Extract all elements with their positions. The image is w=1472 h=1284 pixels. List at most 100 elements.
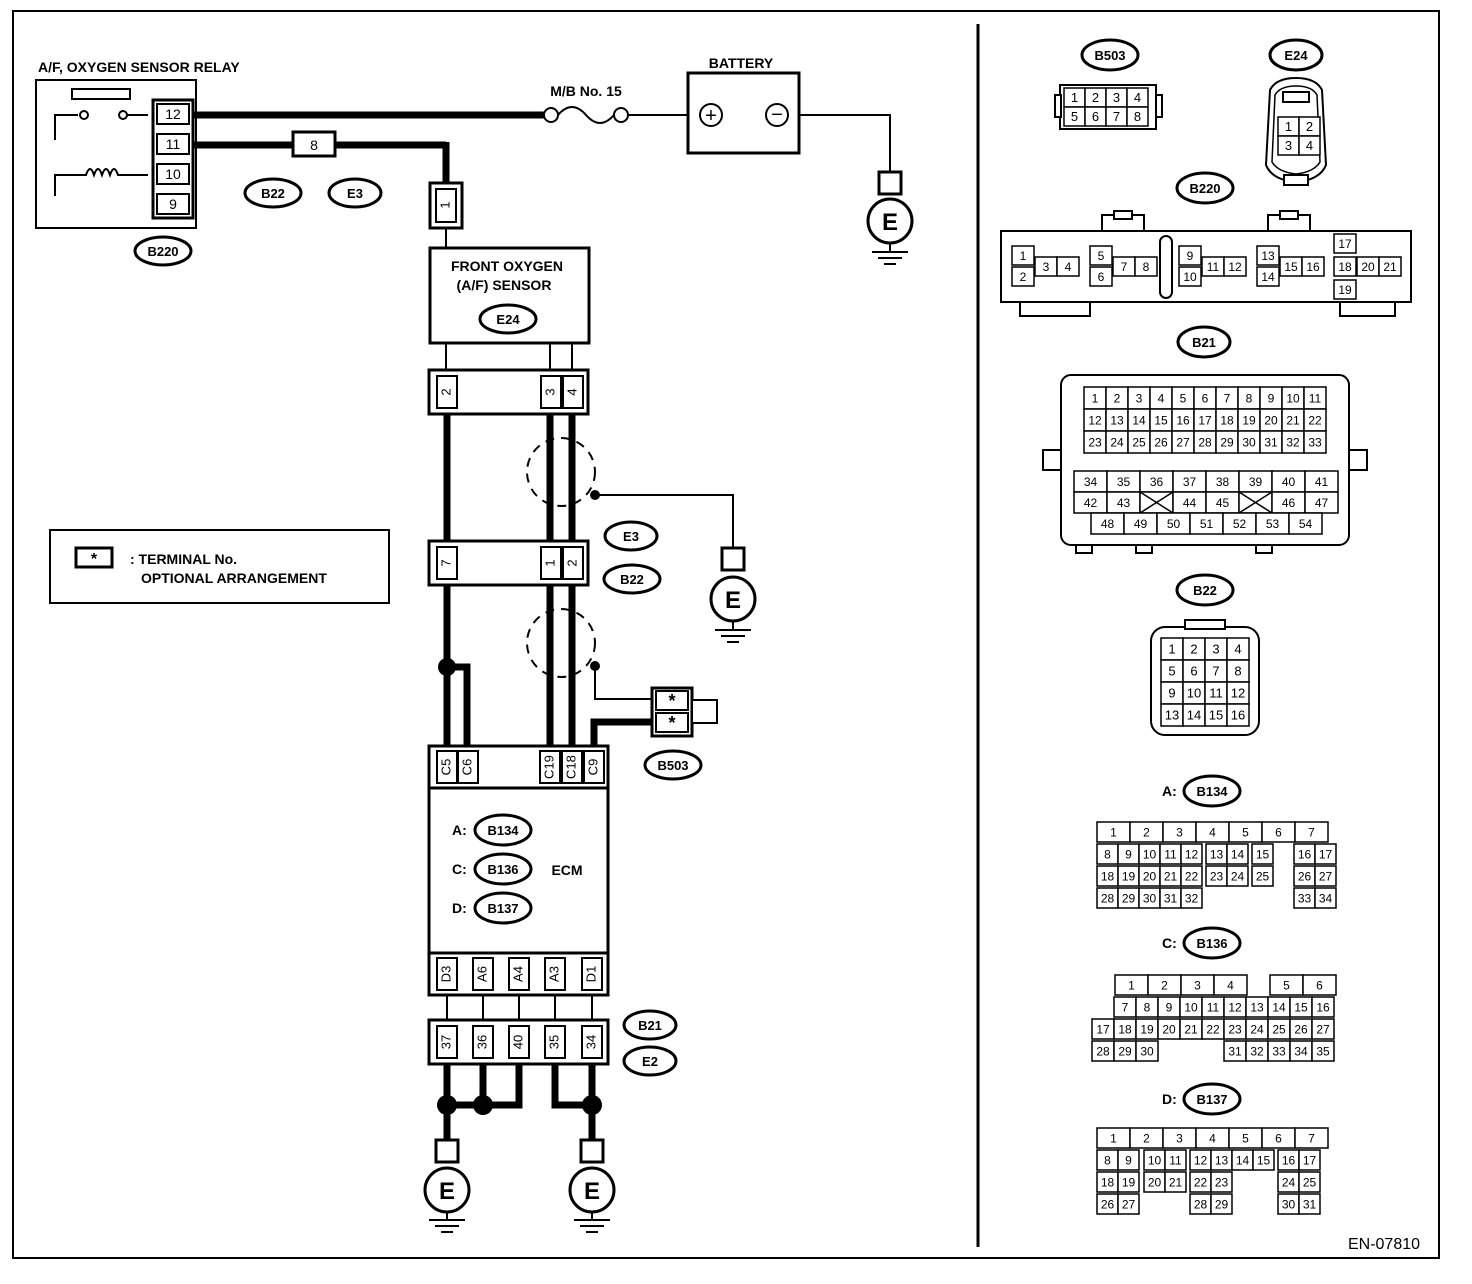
view-b22-pin-5: 5 — [1168, 664, 1175, 679]
view-b220-pin-2: 2 — [1020, 270, 1027, 284]
view-b136-pin-8: 8 — [1144, 1000, 1151, 1014]
view-b134-pin-14-box — [1226, 843, 1249, 865]
view-b21-notch-bm — [1135, 544, 1153, 554]
joint-pin2-cell — [562, 546, 584, 580]
view-b136-pin-18: 18 — [1118, 1022, 1132, 1036]
joint-tag-e3-oval — [603, 520, 659, 552]
view-b21-pin-51: 51 — [1200, 517, 1214, 531]
view-b134-pin-13: 13 — [1210, 847, 1224, 861]
view-b22-pin-8: 8 — [1234, 664, 1241, 679]
view-b136-pin-34: 34 — [1294, 1044, 1308, 1058]
wire-40-splice — [447, 1064, 523, 1109]
view-b134-pin-6: 6 — [1275, 825, 1282, 839]
view-b134-pin-7: 7 — [1308, 825, 1315, 839]
view-b137-pin-21-box — [1164, 1171, 1187, 1193]
view-b21-ear-right — [1348, 449, 1368, 471]
view-b21-pin-26: 26 — [1154, 435, 1168, 449]
wire-shield-upper-ground — [595, 494, 734, 548]
ground-shield-tab — [720, 546, 746, 572]
view-b137-pin-15: 15 — [1257, 1153, 1271, 1167]
view-b134-pin-4: 4 — [1209, 825, 1216, 839]
shield-upper — [526, 437, 596, 507]
view-b134-pin-2: 2 — [1143, 825, 1150, 839]
view-b136-pin-10: 10 — [1184, 1000, 1198, 1014]
view-b134-pin-16: 16 — [1298, 847, 1312, 861]
view-b21-pin-35: 35 — [1117, 475, 1131, 489]
ecm-pin-a3-cell — [544, 957, 566, 991]
view-b220-key — [1159, 235, 1173, 299]
view-b136-pin-4-box — [1213, 974, 1248, 996]
joint-tag-e3: E3 — [623, 529, 639, 544]
view-b21-pin-47: 47 — [1315, 496, 1329, 510]
view-b134-pin-12: 12 — [1185, 847, 1199, 861]
view-b134-pin-27: 27 — [1319, 869, 1333, 883]
view-b21-pin-9: 9 — [1268, 391, 1275, 405]
view-b21-pin-21: 21 — [1286, 413, 1300, 427]
view-b137-pin-13: 13 — [1215, 1153, 1229, 1167]
view-b21-pin-39: 39 — [1249, 475, 1263, 489]
view-b21-pin-43: 43 — [1117, 496, 1131, 510]
ecm-label: ECM — [551, 862, 582, 878]
view-b137-pin-18: 18 — [1101, 1175, 1115, 1189]
ground-joint-tag-e2: E2 — [642, 1054, 658, 1069]
view-b22-pin-15: 15 — [1209, 708, 1223, 723]
view-b134-pin-34: 34 — [1319, 891, 1333, 905]
ecm-pin-d3: D3 — [438, 966, 453, 983]
view-b134-pin-12-box — [1180, 843, 1203, 865]
view-b136-pin-32: 32 — [1250, 1044, 1264, 1058]
ground-shield-label: E — [725, 587, 741, 614]
view-b22-pin-12: 12 — [1231, 686, 1245, 701]
joint-pin-2: 2 — [564, 559, 579, 566]
view-b21-pin-49: 49 — [1134, 517, 1148, 531]
ecm-pin-c19: C19 — [541, 755, 556, 779]
view-b220-foot-right — [1339, 301, 1396, 317]
power-wiring: 8 B22 E3 1 M/B No. 15 BATTERY + − E — [193, 55, 914, 265]
view-b21-pin-41: 41 — [1315, 475, 1329, 489]
view-b136-pin-16-box — [1311, 996, 1335, 1018]
view-b136-pin-25: 25 — [1272, 1022, 1286, 1036]
b503-connector: * * B503 — [643, 686, 718, 781]
view-b136-pin-7: 7 — [1122, 1000, 1129, 1014]
ground-joint-pin-37: 37 — [438, 1035, 453, 1049]
view-b220-pin-18: 18 — [1338, 260, 1352, 274]
sensor-title-line2: (A/F) SENSOR — [457, 277, 552, 293]
ground-ecm-left-label: E — [439, 1178, 455, 1205]
ground-ecm-right-tab — [579, 1138, 605, 1164]
view-b220-pin-21: 21 — [1383, 260, 1397, 274]
view-b22-pin-11: 11 — [1209, 686, 1223, 701]
view-b134-pin-14: 14 — [1231, 847, 1245, 861]
joint-tag-b22-oval — [602, 563, 662, 595]
ground-joint-pin36-cell — [472, 1025, 494, 1059]
ecm-pin-d1-cell — [581, 957, 603, 991]
joint-pin7-cell — [436, 546, 458, 580]
splice-ground-left-a — [437, 1095, 457, 1115]
view-b136-pin-3: 3 — [1194, 978, 1201, 992]
view-b134-pin-15: 15 — [1256, 847, 1270, 861]
view-b136-pin-35-box — [1311, 1040, 1335, 1062]
b503-pin-lower: * — [668, 713, 675, 733]
view-b137-pin-31: 31 — [1303, 1197, 1317, 1211]
relay-pin-12-box — [156, 103, 190, 125]
ground-joint-pin37-cell — [436, 1025, 458, 1059]
ecm-connector-a-oval — [473, 813, 533, 847]
view-b503-pin-1: 1 — [1071, 90, 1078, 105]
view-e24-pin-4: 4 — [1306, 138, 1313, 153]
view-b137-pin-2: 2 — [1143, 1131, 1150, 1145]
battery-plus-icon: + — [705, 105, 717, 127]
view-b21-pin-23: 23 — [1088, 435, 1102, 449]
view-b220-pin-10-box — [1178, 266, 1202, 287]
inline-tag-b22-oval — [243, 177, 303, 209]
view-b21-pin-12: 12 — [1088, 413, 1102, 427]
sensor-pin-1: 1 — [437, 201, 452, 208]
ecm-pin-c18-cell — [561, 750, 583, 784]
relay-title: A/F, OXYGEN SENSOR RELAY — [38, 59, 240, 75]
ground-joint-tag-b21-oval — [622, 1009, 678, 1041]
view-b22-pin-1: 1 — [1168, 642, 1175, 657]
legend: * : TERMINAL No. OPTIONAL ARRANGEMENT — [49, 529, 390, 604]
view-b137-prefix: D: — [1162, 1091, 1177, 1107]
view-b134-pin-7-box — [1294, 821, 1329, 843]
front-oxygen-sensor: FRONT OXYGEN (A/F) SENSOR E24 — [428, 246, 591, 345]
